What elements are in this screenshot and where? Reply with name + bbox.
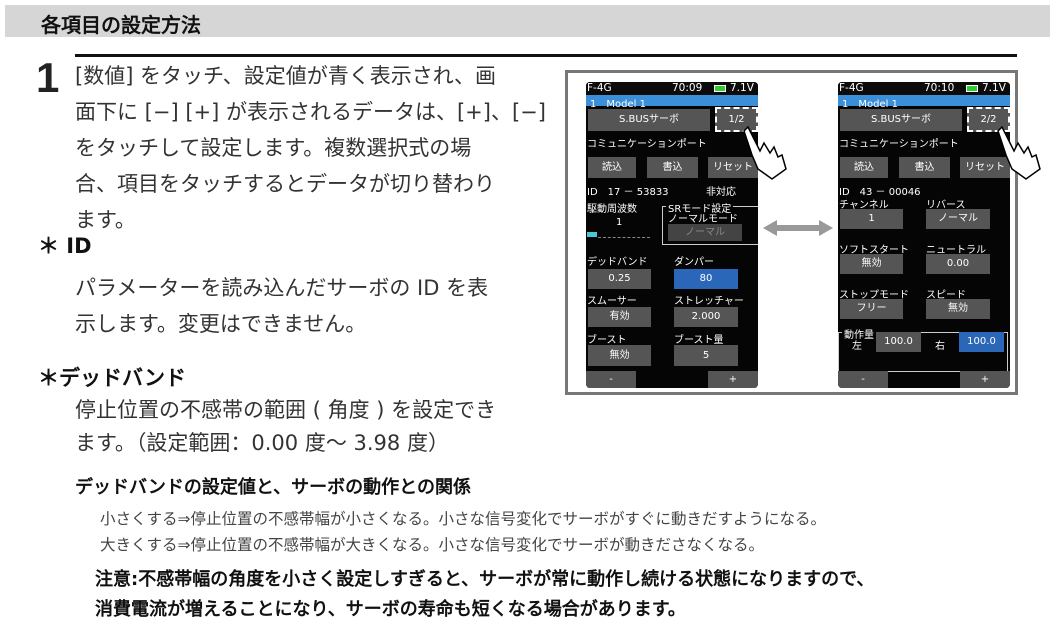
channel-label: チャンネル <box>839 200 889 211</box>
stretcher-value[interactable]: 2.000 <box>674 307 738 327</box>
read-button[interactable]: 読込 <box>840 157 888 178</box>
speed-value[interactable]: 無効 <box>926 299 990 319</box>
soft-start-value[interactable]: 無効 <box>840 254 903 274</box>
freq-label: 駆動周波数 <box>587 204 637 215</box>
status-bar: F-4G 70:09 7.1V <box>586 82 758 95</box>
step-description: [数値] をタッチ、設定値が青く表示され、画 面下に [−] [+] が表示され… <box>75 58 546 238</box>
text-line: 面下に [−] [+] が表示されるデータは、[+]、[−] <box>75 100 546 124</box>
caution-note: 注意:不感帯幅の角度を小さく設定しすぎると、サーボが常に動作し続ける状態になりま… <box>95 565 874 625</box>
channel-value[interactable]: 1 <box>840 209 903 229</box>
travel-label: 動作量 <box>842 326 876 341</box>
stretcher-label: ストレッチャー <box>674 296 744 307</box>
minus-button[interactable]: - <box>838 371 888 388</box>
page-button[interactable]: 1/2 <box>714 106 758 133</box>
text-line: 停止位置の不感帯の範囲 ( 角度 ) を設定でき <box>75 398 497 422</box>
text-line: ます。（設定範囲：0.00 度～ 3.98 度） <box>75 431 449 455</box>
hand-pointer-icon <box>743 125 787 180</box>
read-button[interactable]: 読込 <box>588 157 636 178</box>
servo-screen-page1: F-4G 70:09 7.1V 1 Model 1 S.BUSサーボ 1/2 コ… <box>586 82 758 388</box>
plus-button[interactable]: + <box>708 371 758 388</box>
text-line: ます。 <box>75 208 136 232</box>
timer: 70:09 <box>672 82 703 94</box>
deadband-value[interactable]: 0.25 <box>588 269 651 289</box>
reverse-label: リバース <box>926 200 966 211</box>
travel-left-value[interactable]: 100.0 <box>876 332 921 352</box>
boost-amount-label: ブースト量 <box>674 335 724 346</box>
port-label: コミュニケーションポート <box>587 139 707 150</box>
text-line: 合、項目をタッチするとデータが切り替わり <box>75 172 495 196</box>
sr-mode-label: SRモード設定 <box>666 200 734 215</box>
deadband-heading: ＊デッドバンド <box>38 366 187 390</box>
freq-value: 1 <box>616 217 623 228</box>
boost-amount-value[interactable]: 5 <box>674 345 738 366</box>
deadband-description: 停止位置の不感帯の範囲 ( 角度 ) を設定でき ます。（設定範囲：0.00 度… <box>75 394 496 460</box>
reset-button[interactable]: リセット <box>960 157 1010 178</box>
text-line: パラメーターを読み込んだサーボの ID を表 <box>75 276 489 300</box>
step-number: 1 <box>36 54 60 101</box>
divider <box>75 54 1017 57</box>
servo-type-button[interactable]: S.BUSサーボ <box>840 109 962 131</box>
hand-pointer-icon <box>997 125 1041 180</box>
timer: 70:10 <box>924 82 955 94</box>
minus-button[interactable]: - <box>586 371 636 388</box>
section-title: 各項目の設定方法 <box>41 13 201 37</box>
smoother-label: スムーサー <box>587 296 637 307</box>
servo-id: ID 43 － 00046 <box>839 187 921 198</box>
text-line: 注意:不感帯幅の角度を小さく設定しすぎると、サーボが常に動作し続ける状態になりま… <box>95 569 875 590</box>
battery-icon <box>714 85 726 92</box>
battery-icon <box>966 85 978 92</box>
travel-right-value[interactable]: 100.0 <box>959 332 1004 352</box>
reset-button[interactable]: リセット <box>708 157 758 178</box>
relation-heading: デッドバンドの設定値と、サーボの動作との関係 <box>75 477 471 498</box>
write-button[interactable]: 書込 <box>899 157 950 178</box>
model-bar: 1 Model 1 <box>586 95 758 110</box>
voltage: 7.1V <box>730 82 754 94</box>
damper-label: ダンパー <box>674 257 714 268</box>
status-bar: F-4G 70:10 7.1V <box>838 82 1010 95</box>
smoother-value[interactable]: 有効 <box>588 307 651 327</box>
port-label: コミュニケーションポート <box>839 139 959 150</box>
relation-description: 小さくする⇒停止位置の不感帯幅が小さくなる。小さな信号変化でサーボがすぐに動きだ… <box>100 506 826 558</box>
deadband-label: デッドバンド <box>587 257 648 268</box>
plus-button[interactable]: + <box>960 371 1010 388</box>
sr-support: 非対応 <box>706 187 736 198</box>
id-description: パラメーターを読み込んだサーボの ID を表 示します。変更はできません。 <box>75 270 488 342</box>
travel-right-label: 右 <box>935 341 945 352</box>
servo-screen-page2: F-4G 70:10 7.1V 1 Model 1 S.BUSサーボ 2/2 コ… <box>838 82 1010 388</box>
double-arrow-icon <box>763 220 833 236</box>
device-name: F-4G <box>839 82 864 94</box>
screen-illustration-frame <box>565 70 1018 395</box>
id-heading: ＊ ID <box>38 234 92 258</box>
freq-track <box>598 237 650 238</box>
text-line: [数値] をタッチ、設定値が青く表示され、画 <box>75 64 497 88</box>
text-line: 大きくする⇒停止位置の不感帯幅が大きくなる。小さな信号変化でサーボが動きださなく… <box>100 536 764 554</box>
section-header: 各項目の設定方法 <box>5 5 1050 37</box>
text-line: 小さくする⇒停止位置の不感帯幅が小さくなる。小さな信号変化でサーボがすぐに動きだ… <box>100 510 826 528</box>
boost-value[interactable]: 無効 <box>588 345 651 366</box>
soft-start-label: ソフトスタート <box>839 245 909 256</box>
damper-value[interactable]: 80 <box>674 269 738 289</box>
boost-label: ブースト <box>587 335 627 346</box>
text-line: 示します。変更はできません。 <box>75 312 367 336</box>
servo-type-button[interactable]: S.BUSサーボ <box>588 109 710 131</box>
travel-left-label: 左 <box>852 341 862 352</box>
neutral-label: ニュートラル <box>926 245 986 256</box>
travel-box <box>838 332 1008 372</box>
text-line: 消費電流が増えることになり、サーボの寿命も短くなる場合があります。 <box>95 599 686 620</box>
servo-id: ID 17 － 53833 <box>587 187 669 198</box>
write-button[interactable]: 書込 <box>647 157 698 178</box>
sr-mode-button[interactable]: ノーマル <box>668 224 742 241</box>
reverse-value[interactable]: ノーマル <box>926 209 990 229</box>
text-line: をタッチして設定します。複数選択式の場 <box>75 136 472 160</box>
speed-label: スピード <box>926 290 966 301</box>
device-name: F-4G <box>587 82 612 94</box>
model-bar: 1 Model 1 <box>838 95 1010 110</box>
freq-indicator <box>587 232 597 237</box>
stop-mode-label: ストップモード <box>839 290 909 301</box>
voltage: 7.1V <box>982 82 1006 94</box>
stop-mode-value[interactable]: フリー <box>840 299 903 319</box>
neutral-value[interactable]: 0.00 <box>926 254 990 274</box>
sr-mode-name: ノーマルモード <box>668 214 738 225</box>
